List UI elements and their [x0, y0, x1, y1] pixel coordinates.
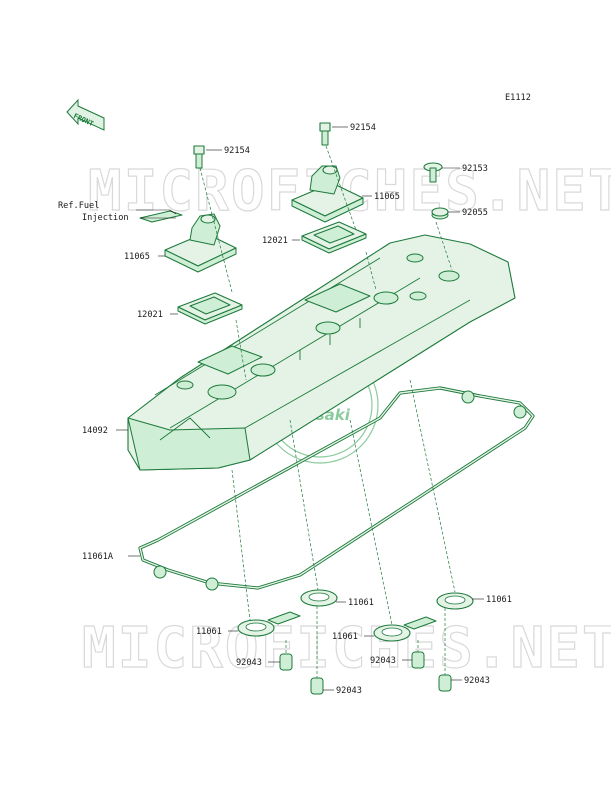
reference-line2: Injection — [82, 213, 129, 223]
callout-11061a: 11061A — [82, 552, 114, 562]
bolt-92154-right — [319, 122, 331, 146]
callout-11065-right: 11065 — [374, 192, 400, 202]
callout-11065-left: 11065 — [124, 252, 150, 262]
grommet-92055 — [431, 207, 449, 220]
watermark-bottom: MICROFICHES.NET — [82, 616, 611, 681]
callout-11061-a: 11061 — [348, 598, 374, 608]
breather-cover-right — [291, 165, 364, 223]
collars-92043 — [279, 651, 452, 695]
assembly-guide-lines — [199, 145, 456, 678]
diagram-code: E1112 — [505, 93, 531, 103]
callout-11061-c: 11061 — [196, 627, 222, 637]
callout-12021-right: 12021 — [262, 236, 288, 246]
callout-92043-a: 92043 — [236, 658, 262, 668]
fuel-injection-bracket — [139, 210, 183, 223]
callout-12021-left: 12021 — [137, 310, 163, 320]
front-arrow-icon: FRONT — [66, 98, 105, 131]
callout-92043-b: 92043 — [336, 686, 362, 696]
callout-92154-left: 92154 — [224, 146, 250, 156]
reed-plate-right — [301, 221, 367, 254]
bolt-92153 — [423, 162, 443, 183]
callout-11061-d: 11061 — [332, 632, 358, 642]
cylinder-head-cover — [127, 234, 516, 471]
reference-line1: Ref.Fuel — [58, 201, 99, 211]
callout-92154-right: 92154 — [350, 123, 376, 133]
reed-plate-left — [177, 292, 243, 325]
plug-seal-set-left — [237, 589, 338, 637]
plug-seal-set-right — [373, 592, 474, 642]
head-cover-gasket — [138, 386, 535, 591]
callout-92153: 92153 — [462, 164, 488, 174]
callout-92043-c: 92043 — [370, 656, 396, 666]
bolt-92154-left — [193, 145, 205, 169]
callout-14092: 14092 — [82, 426, 108, 436]
callout-92043-d: 92043 — [464, 676, 490, 686]
callout-92055: 92055 — [462, 208, 488, 218]
part-callouts: 92154 92154 92153 11065 92055 12021 1106… — [82, 123, 512, 696]
leader-lines — [116, 126, 484, 691]
reference-fuel-injection: Ref.Fuel Injection — [58, 201, 129, 223]
callout-11061-b: 11061 — [486, 595, 512, 605]
